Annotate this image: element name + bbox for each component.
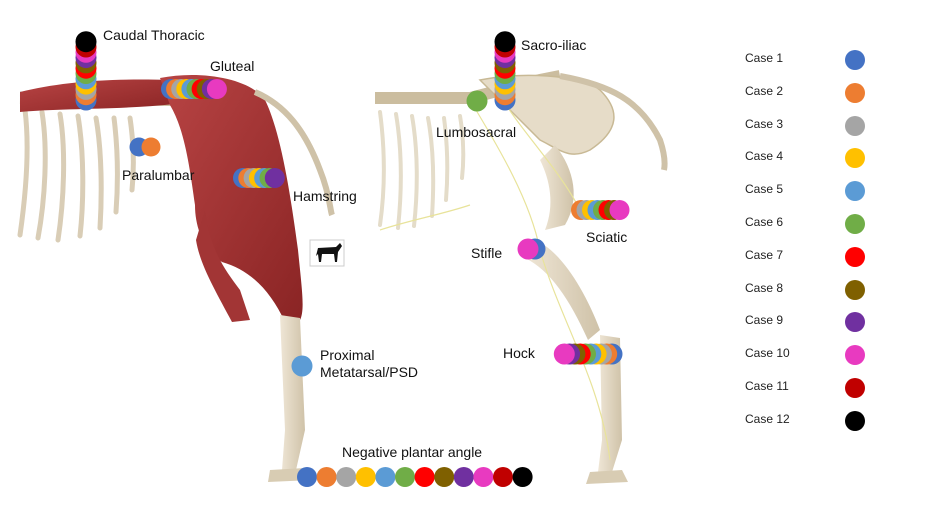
legend-item: Case 9	[745, 311, 875, 333]
negative-plantar-angle-label: Negative plantar angle	[342, 444, 483, 460]
negative-plantar-angle-markers	[297, 467, 533, 487]
horse-silhouette-icon	[309, 239, 345, 267]
case-11-marker	[493, 467, 513, 487]
case-9-marker	[453, 467, 474, 487]
case-12-marker	[494, 31, 516, 53]
legend-item-label: Case 7	[745, 247, 784, 262]
case-3-marker	[336, 467, 357, 487]
legend-item-label: Case 8	[745, 280, 784, 295]
case-12-marker	[512, 467, 533, 487]
case-10-marker	[553, 343, 575, 365]
legend-swatch	[845, 50, 865, 70]
lumbosacral-markers	[466, 90, 488, 112]
case-9-marker	[264, 168, 285, 188]
legend-item-label: Case 3	[745, 116, 784, 131]
case-5-marker	[291, 355, 313, 377]
paralumbar-label: Paralumbar	[122, 167, 195, 183]
sacro-iliac-markers	[494, 31, 516, 111]
left-cannon-bone	[280, 315, 305, 470]
legend-swatch	[845, 279, 865, 300]
longissimus-muscle	[20, 79, 175, 112]
legend-item-label: Case 2	[745, 83, 784, 98]
legend-item-label: Case 1	[745, 51, 784, 65]
legend-item: Case 5	[745, 180, 875, 202]
paralumbar-markers	[129, 137, 161, 157]
legend-swatch	[845, 312, 865, 333]
case-10-marker	[609, 200, 630, 220]
legend-swatch	[845, 82, 865, 103]
stifle-markers	[517, 238, 546, 260]
proximal-metatarsal-label: Proximal Metatarsal/PSD	[320, 347, 419, 380]
right-ribcage	[378, 110, 466, 230]
legend-item-label: Case 9	[745, 313, 784, 328]
tibia	[525, 240, 600, 340]
legend-item-label: Case 10	[745, 346, 790, 361]
sciatic-label: Sciatic	[586, 229, 628, 245]
case-2-marker	[141, 137, 161, 157]
case-10-marker	[517, 238, 539, 260]
legend-item-label: Case 12	[745, 411, 790, 426]
case-5-marker	[375, 467, 396, 487]
caudal-thoracic-markers	[75, 31, 97, 111]
legend-item: Case 10	[745, 344, 875, 366]
legend-swatch	[845, 246, 865, 267]
legend-item: Case 1	[745, 49, 875, 71]
legend-swatch	[845, 148, 865, 169]
stifle-label: Stifle	[471, 245, 503, 261]
legend-item: Case 12	[745, 410, 875, 432]
legend-swatch	[845, 378, 865, 398]
case-10-marker	[473, 467, 494, 487]
proximal-metatarsal-markers	[291, 355, 313, 377]
case-10-marker	[206, 79, 227, 99]
gastrocnemius-muscle	[196, 210, 250, 322]
legend-swatch	[845, 410, 865, 431]
hock-label: Hock	[503, 345, 535, 361]
hamstring-markers	[233, 168, 285, 188]
legend-item-label: Case 11	[745, 379, 789, 393]
case-2-marker	[316, 467, 337, 487]
hamstring-muscle-group	[160, 74, 303, 323]
case-7-marker	[414, 467, 435, 487]
legend-item-label: Case 6	[745, 215, 784, 229]
legend-item-label: Case 5	[745, 182, 784, 197]
left-ribcage	[17, 107, 136, 243]
legend-swatch	[845, 345, 865, 366]
case-4-marker	[355, 467, 376, 487]
right-cannon-bone	[598, 335, 622, 472]
legend-item: Case 3	[745, 115, 875, 137]
legend-swatch	[845, 115, 865, 136]
legend-item: Case 7	[745, 246, 875, 268]
legend-swatch	[845, 181, 865, 202]
femur	[540, 145, 574, 230]
caudal-thoracic-label: Caudal Thoracic	[103, 27, 205, 43]
lumbosacral-label: Lumbosacral	[436, 124, 517, 140]
case-8-marker	[434, 467, 455, 487]
hamstring-label: Hamstring	[293, 188, 357, 204]
hock-markers	[553, 343, 623, 365]
sacro-iliac-label: Sacro-iliac	[521, 37, 587, 53]
gluteal-markers	[161, 79, 227, 99]
sciatic-markers	[571, 200, 630, 220]
case-12-marker	[75, 31, 97, 53]
case-6-marker	[395, 467, 415, 487]
legend-item: Case 6	[745, 213, 875, 235]
legend-item-label: Case 4	[745, 149, 784, 164]
legend-item: Case 11	[745, 377, 875, 399]
left-tail	[253, 89, 335, 217]
legend-swatch	[845, 214, 865, 234]
case-1-marker	[297, 467, 317, 487]
legend-item: Case 8	[745, 279, 875, 301]
right-tail	[559, 73, 668, 171]
case-6-marker	[466, 90, 488, 112]
legend-item: Case 4	[745, 147, 875, 169]
right-hoof	[586, 470, 628, 484]
legend-item: Case 2	[745, 82, 875, 104]
gluteal-label: Gluteal	[210, 58, 255, 74]
